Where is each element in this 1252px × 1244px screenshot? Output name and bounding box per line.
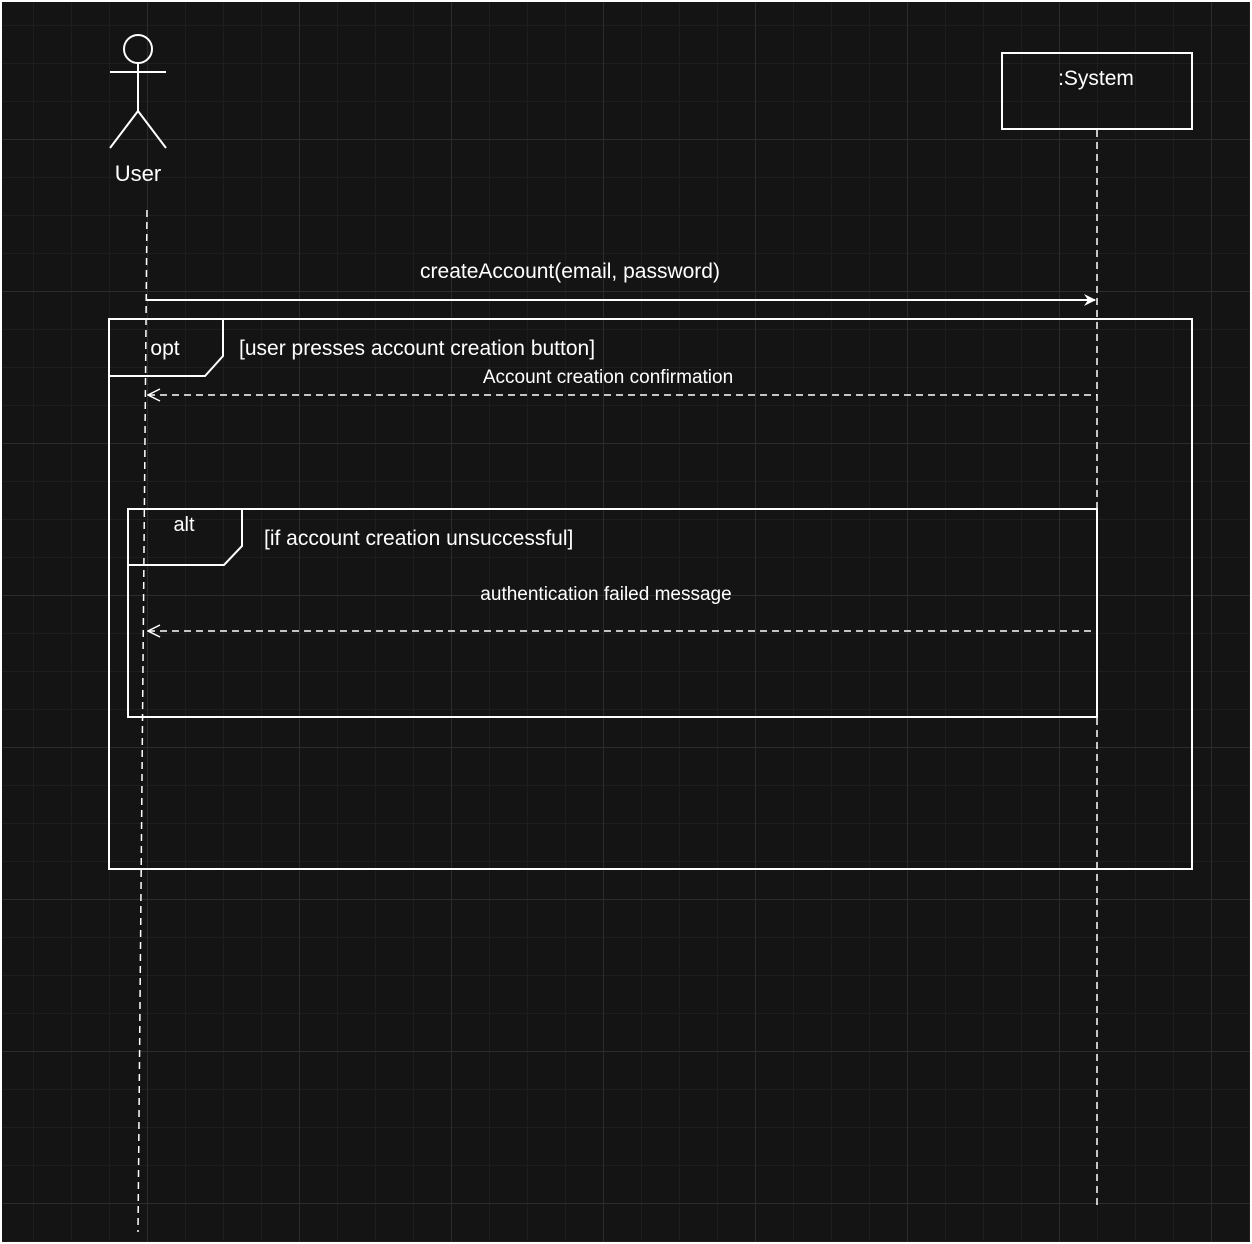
confirmation-message-label: Account creation confirmation bbox=[482, 367, 734, 388]
alt-operator-label: alt bbox=[173, 514, 195, 536]
opt-guard-label: [user presses account creation button] bbox=[239, 337, 596, 360]
opt-fragment bbox=[108, 318, 1193, 870]
actor-label: User bbox=[114, 161, 162, 186]
opt-operator-label: opt bbox=[150, 337, 180, 360]
user-actor-icon bbox=[109, 34, 167, 149]
alt-guard-label: [if account creation unsuccessful] bbox=[264, 527, 574, 550]
system-lifeline-box bbox=[1001, 52, 1193, 130]
failure-message-label: authentication failed message bbox=[480, 584, 732, 605]
alt-fragment bbox=[127, 508, 1098, 718]
opt-fragment-tab bbox=[109, 318, 224, 377]
create-account-message-label: createAccount(email, password) bbox=[420, 260, 720, 283]
system-label: :System bbox=[1058, 67, 1134, 90]
user-lifeline bbox=[137, 209, 148, 1233]
alt-fragment-tab bbox=[128, 508, 243, 566]
